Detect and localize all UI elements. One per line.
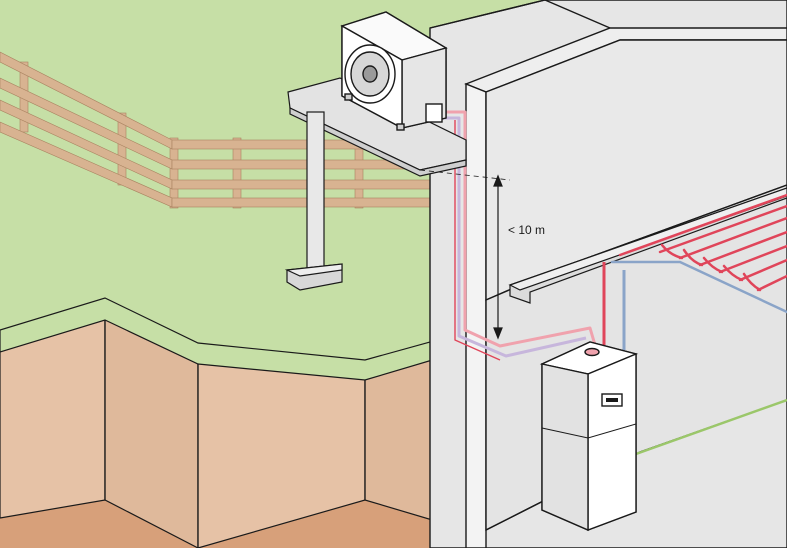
- riser-pipes: [602, 262, 626, 350]
- fan-icon: [344, 44, 396, 104]
- refrigerant-pipes: [442, 110, 597, 361]
- control-cable: [635, 398, 787, 456]
- outdoor-heat-pump-unit: [340, 11, 448, 131]
- height-dimension: [493, 174, 503, 340]
- height-limit-label: < 10 m: [508, 223, 545, 237]
- outdoor-unit-stand: [284, 77, 467, 291]
- indoor-hydro-tower-unit: [539, 341, 639, 532]
- underfloor-heating-loops: [610, 193, 787, 314]
- dimension-reference-line: [419, 169, 511, 181]
